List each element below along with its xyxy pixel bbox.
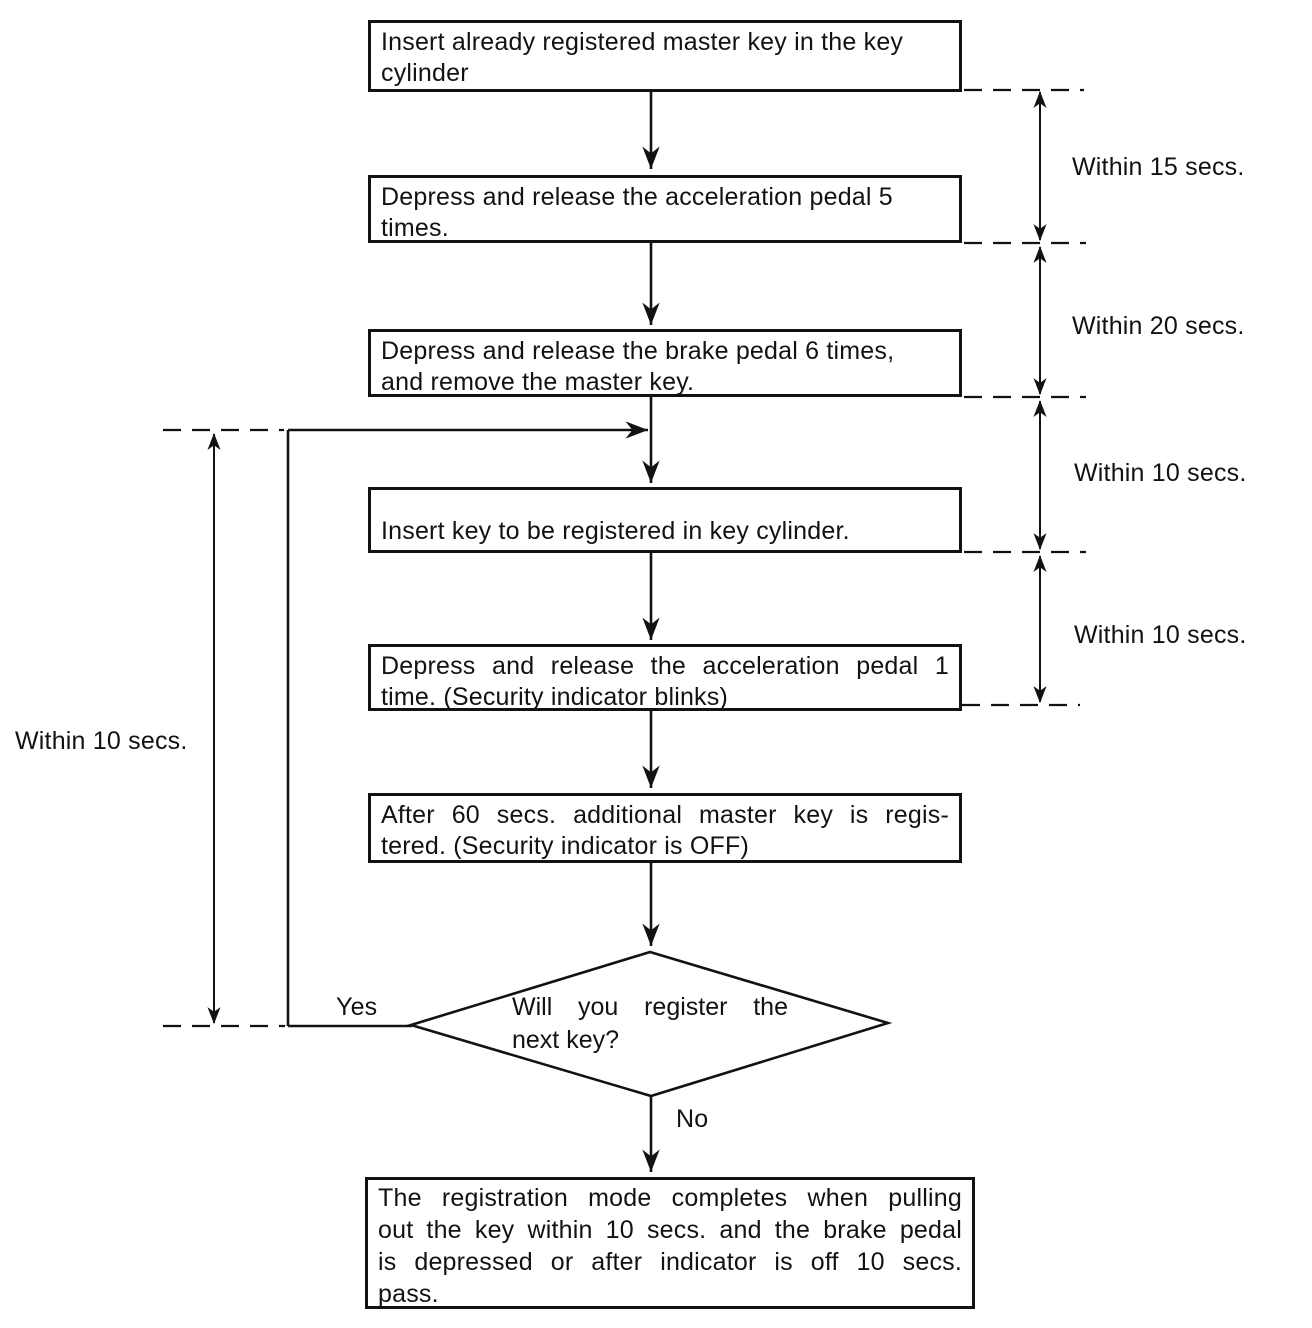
box-text-line: tered. (Security indicator is OFF)	[381, 832, 750, 860]
flow-connectors	[286, 92, 660, 1172]
box-after-60-secs-registered: After 60 secs. additional master key is …	[368, 793, 962, 863]
branch-label-yes: Yes	[336, 993, 378, 1021]
box-text-line: time. (Security indicator blinks)	[381, 683, 728, 711]
box-text-line: Insert already registered master key in …	[381, 28, 904, 56]
box-insert-key-to-register: Insert key to be registered in key cylin…	[368, 487, 962, 553]
dashed-guides	[163, 88, 1086, 1028]
decision-text-line: Will you register the	[512, 993, 788, 1021]
box-acceleration-pedal-1-time: Depress and release the acceleration ped…	[368, 644, 962, 711]
timing-label-within-15-secs: Within 15 secs.	[1072, 153, 1245, 181]
timing-label-within-20-secs: Within 20 secs.	[1072, 312, 1245, 340]
decision-diamond	[406, 950, 893, 1098]
timing-label-within-10-secs-a: Within 10 secs.	[1074, 459, 1247, 487]
box-text-line: out the key within 10 secs. and the brak…	[378, 1216, 962, 1244]
branch-label-no: No	[676, 1105, 709, 1133]
decision-question: Will you register the next key?	[512, 991, 788, 1057]
box-text-line: cylinder	[381, 59, 469, 87]
decision-text-line: next key?	[512, 1026, 620, 1054]
box-text-line: times.	[381, 214, 449, 242]
timing-label-within-10-secs-left: Within 10 secs.	[15, 727, 188, 755]
box-text-line: pass.	[378, 1280, 439, 1308]
box-text-line: Depress and release the acceleration ped…	[381, 183, 893, 211]
box-text-line: The registration mode completes when pul…	[378, 1184, 962, 1212]
box-registration-mode-completes: The registration mode completes when pul…	[365, 1177, 975, 1309]
box-text-line: Depress and release the brake pedal 6 ti…	[381, 337, 895, 365]
box-text-line: Insert key to be registered in key cylin…	[381, 517, 850, 545]
box-insert-registered-master-key: Insert already registered master key in …	[368, 20, 962, 92]
box-acceleration-pedal-5-times: Depress and release the acceleration ped…	[368, 175, 962, 243]
box-brake-pedal-6-times: Depress and release the brake pedal 6 ti…	[368, 329, 962, 397]
box-text-line: is depressed or after indicator is off 1…	[378, 1248, 962, 1276]
box-text-line: After 60 secs. additional master key is …	[381, 801, 949, 829]
box-text-line: and remove the master key.	[381, 368, 695, 396]
box-text-line: Depress and release the acceleration ped…	[381, 652, 949, 680]
timing-label-within-10-secs-b: Within 10 secs.	[1074, 621, 1247, 649]
